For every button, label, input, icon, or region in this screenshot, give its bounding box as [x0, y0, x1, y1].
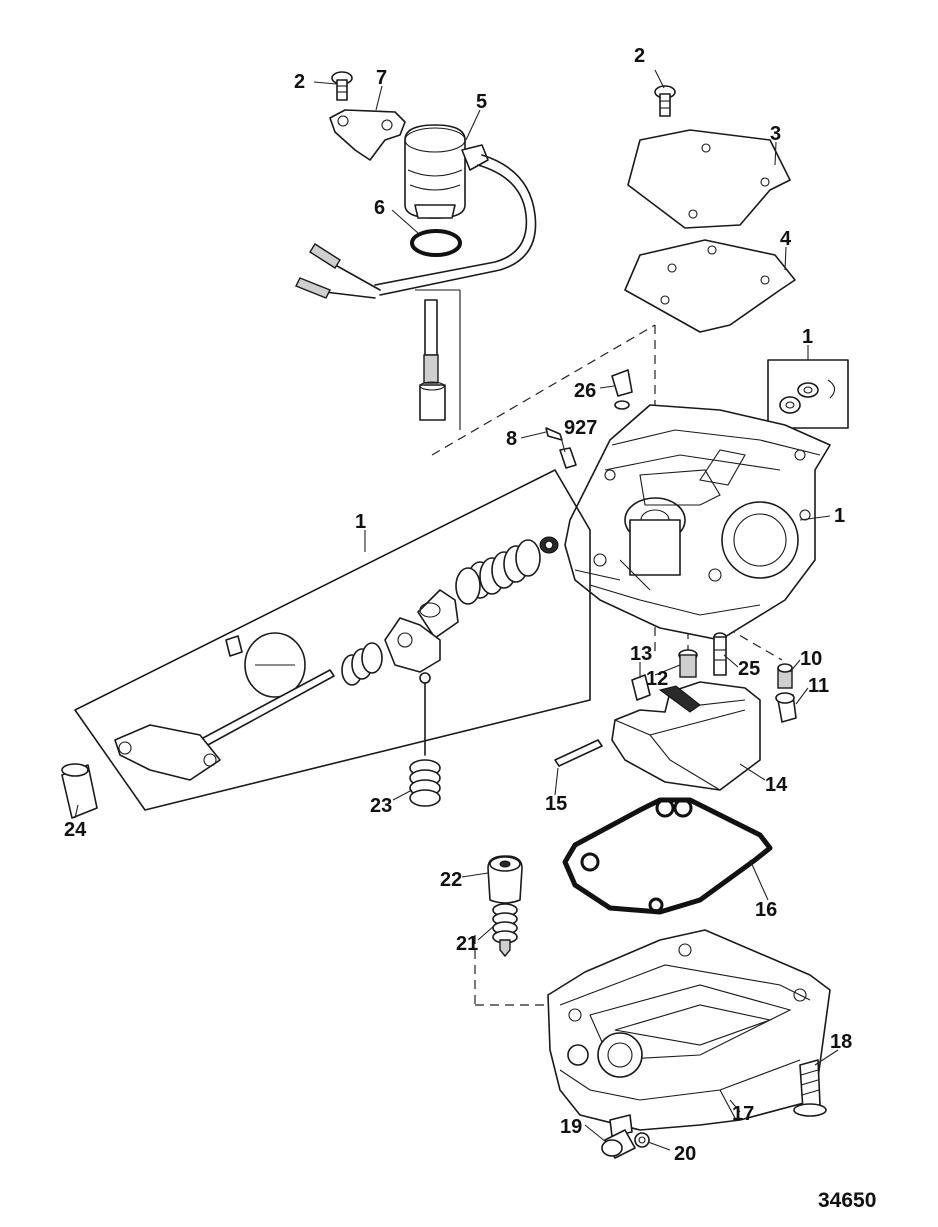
- callout-label: 14: [765, 774, 788, 796]
- drain-screw: [601, 1129, 650, 1159]
- callout-label: 26: [574, 380, 596, 402]
- callout-label: 7: [376, 67, 387, 89]
- solenoid-assembly: [295, 109, 537, 299]
- callout-label: 18: [830, 1031, 852, 1053]
- callout-label: 927: [564, 417, 597, 439]
- float: [611, 681, 761, 791]
- callout-label: 12: [646, 668, 668, 690]
- callout-label: 22: [440, 869, 462, 891]
- callout-label: 11: [808, 675, 829, 697]
- float-pin: [554, 739, 603, 767]
- callout-label: 1: [355, 511, 366, 533]
- callout-label: 19: [560, 1116, 582, 1138]
- leader-lines: [74, 69, 839, 1151]
- figure-number: 34650: [818, 1189, 876, 1212]
- callout-label: 23: [370, 795, 392, 817]
- callout-label: 15: [545, 793, 567, 815]
- spring-23: [409, 759, 441, 807]
- callout-label: 10: [800, 648, 822, 670]
- callout-label: 5: [476, 91, 487, 113]
- screw-right: [654, 85, 676, 117]
- callout-label: 1: [802, 326, 813, 348]
- adjust-screws: [487, 855, 523, 958]
- bowl-gasket: [562, 797, 773, 915]
- small-fittings: [545, 369, 633, 469]
- callout-label: 1: [834, 505, 845, 527]
- callout-label: 17: [732, 1103, 754, 1125]
- callout-label: 8: [506, 428, 517, 450]
- callout-label: 2: [294, 71, 305, 93]
- callout-label: 6: [374, 197, 385, 219]
- cover-gasket: [624, 239, 796, 333]
- callout-label: 20: [674, 1143, 696, 1165]
- linkage-kit: [74, 469, 591, 811]
- o-ring: [410, 229, 462, 257]
- callout-label: 4: [780, 228, 792, 250]
- sleeve-24: [61, 763, 98, 819]
- callout-label: 13: [630, 643, 652, 665]
- callout-label: 16: [755, 899, 777, 921]
- cover-plate: [627, 129, 791, 229]
- callout-label: 2: [634, 45, 645, 67]
- bowl-screw: [793, 1059, 827, 1117]
- plunger-group: [415, 289, 461, 430]
- seal-kit-box: [767, 359, 849, 429]
- return-spring: [455, 539, 541, 605]
- jets-group: [631, 632, 797, 723]
- carburetor-body: [564, 404, 831, 641]
- callout-label: 3: [770, 123, 781, 145]
- callout-label: 21: [456, 933, 478, 955]
- callout-label: 24: [64, 819, 87, 841]
- screw-left: [331, 71, 353, 101]
- callout-label: 25: [738, 658, 760, 680]
- callout-labels: 2 7 5 6 2 3 4 1 26 8 927 1 1 13 12 25 10…: [64, 45, 852, 1165]
- float-bowl: [547, 929, 831, 1137]
